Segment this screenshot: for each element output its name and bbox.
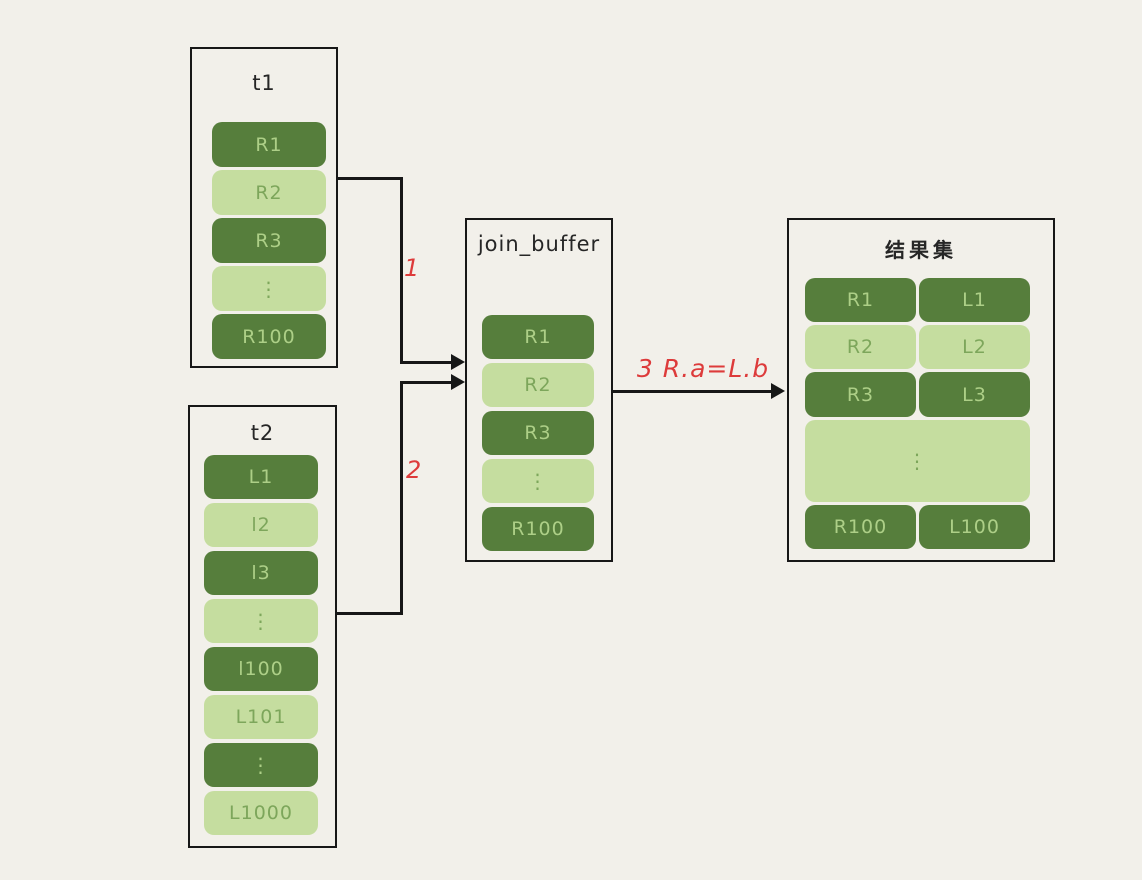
arrow1-arrowhead-icon: [451, 354, 465, 370]
arrow2-segment: [400, 381, 454, 384]
table-row-ellipsis: ⋮: [204, 599, 318, 643]
arrow1-segment: [400, 361, 454, 364]
table-row: l3: [204, 551, 318, 595]
arrow2-segment: [337, 612, 403, 615]
buffer-row: R100: [482, 507, 594, 551]
result-set-rows: R1 L1 R2 L2 R3 L3 ⋮ R100 L100: [805, 278, 1030, 549]
table-row-ellipsis: ⋮: [212, 266, 326, 311]
arrow2-step-label: 2: [406, 456, 424, 484]
join-buffer-rows: R1 R2 R3 ⋮ R100: [482, 315, 594, 551]
result-cell: L1: [919, 278, 1030, 322]
table-row: l2: [204, 503, 318, 547]
buffer-row: R3: [482, 411, 594, 455]
table-row: R100: [212, 314, 326, 359]
result-row-ellipsis: ⋮: [805, 420, 1030, 502]
table-row: L1000: [204, 791, 318, 835]
table-t1-box: t1: [190, 47, 338, 368]
result-set-title: 结果集: [885, 238, 957, 262]
arrow1-segment: [337, 177, 403, 180]
result-cell: L2: [919, 325, 1030, 369]
result-row: R3 L3: [805, 372, 1030, 417]
result-cell: R100: [805, 505, 916, 549]
table-t1-rows: R1 R2 R3 ⋮ R100: [212, 122, 326, 359]
table-t2-rows: L1 l2 l3 ⋮ l100 L101 ⋮ L1000: [204, 455, 318, 835]
result-cell: R1: [805, 278, 916, 322]
join-buffer-title: join_buffer: [477, 232, 601, 256]
result-set-box: 结果集: [787, 218, 1055, 562]
arrow3-arrowhead-icon: [771, 383, 785, 399]
buffer-row-ellipsis: ⋮: [482, 459, 594, 503]
buffer-row: R1: [482, 315, 594, 359]
arrow2-segment: [400, 381, 403, 615]
arrow1-step-label: 1: [404, 254, 422, 282]
result-cell: L100: [919, 505, 1030, 549]
result-cell: R3: [805, 372, 916, 417]
table-t2-box: t2: [188, 405, 337, 848]
table-t2-title: t2: [250, 421, 275, 445]
arrow3-segment: [613, 390, 774, 393]
table-row: L1: [204, 455, 318, 499]
result-row: R100 L100: [805, 505, 1030, 549]
result-cell: R2: [805, 325, 916, 369]
arrow1-segment: [400, 177, 403, 364]
arrow3-step-label: 3 R.a=L.b: [636, 354, 770, 383]
result-row: R2 L2: [805, 325, 1030, 369]
result-cell: L3: [919, 372, 1030, 417]
table-row-ellipsis: ⋮: [204, 743, 318, 787]
table-row: R3: [212, 218, 326, 263]
result-row: R1 L1: [805, 278, 1030, 322]
table-t1-title: t1: [252, 71, 276, 95]
table-row: R1: [212, 122, 326, 167]
table-row: l100: [204, 647, 318, 691]
buffer-row: R2: [482, 363, 594, 407]
table-row: R2: [212, 170, 326, 215]
arrow2-arrowhead-icon: [451, 374, 465, 390]
table-row: L101: [204, 695, 318, 739]
join-buffer-box: join_buffer: [465, 218, 613, 562]
